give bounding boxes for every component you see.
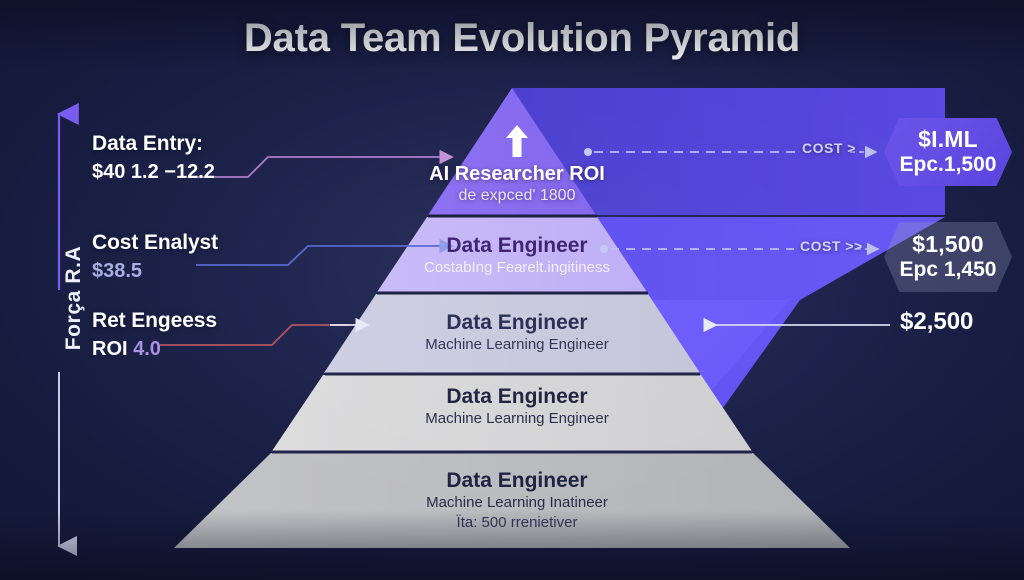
stage-label-data-entry[interactable]: Data Entry: $40 1.2 −12.2: [92, 132, 215, 185]
stage-label-value: $40 1.2 −12.2: [92, 160, 215, 183]
cost-flow-label-2: COST >>: [800, 238, 863, 254]
stage-label-cost-analyst[interactable]: Cost Enalyst $38.5: [92, 231, 218, 284]
badge-secondary-value: Epc 1,450: [899, 258, 997, 282]
stage-label-title: Ret Engeess: [92, 309, 217, 332]
stage-label-ret-engeess[interactable]: Ret Engeess ROI 4.0: [92, 309, 217, 362]
stage-label-title: Data Entry:: [92, 132, 203, 155]
cost-flow-dot-1: [584, 148, 592, 156]
stage-label-value-number: 4.0: [133, 337, 161, 360]
connector-line-1: [196, 149, 454, 178]
cost-value-3: $2,500: [900, 308, 974, 335]
badge-primary-value: $1,500: [912, 230, 984, 257]
cost-badge-1[interactable]: $I.ML Epc.1,500: [884, 118, 1012, 186]
stage-label-value: ROI 4.0: [92, 337, 217, 362]
cost-badge-2[interactable]: $1,500 Epc 1,450: [884, 222, 1012, 292]
badge-secondary-value: Epc.1,500: [899, 153, 997, 177]
stage-label-value: $38.5: [92, 259, 143, 282]
cost-flow-dot-2: [600, 245, 608, 253]
badge-primary-value: $I.ML: [918, 125, 978, 152]
cost-flow-label-1: COST >: [802, 140, 856, 156]
page-title: Data Team Evolution Pyramid: [243, 16, 801, 60]
stage-label-value-prefix: ROI: [92, 337, 128, 360]
stage-label-title: Cost Enalyst: [92, 231, 218, 254]
connector-line-2: [196, 238, 454, 266]
axis-label: Força R.A: [62, 245, 85, 351]
